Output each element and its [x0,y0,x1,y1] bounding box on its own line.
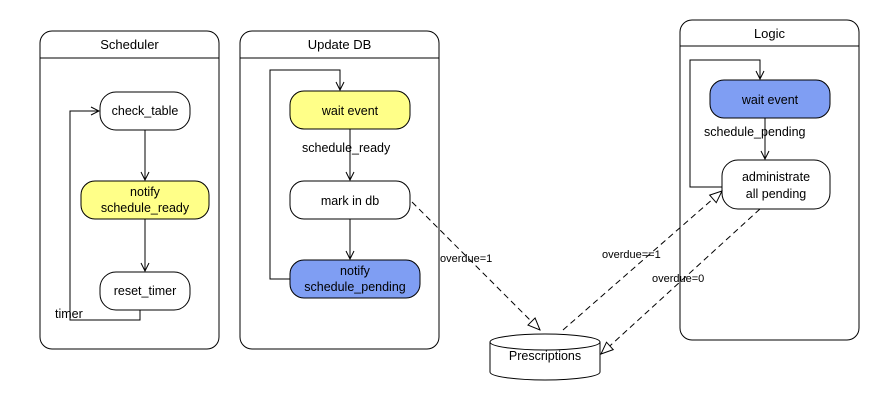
label-overdue-eq-eq-1: overdue==1 [602,249,661,261]
node-administrate-all-pending: administrate all pending [721,159,831,210]
node-wait-event-logic: wait event [709,79,831,119]
svg-text:wait event: wait event [321,104,379,118]
label-overdue-0: overdue=0 [652,273,704,285]
label-timer: timer [55,307,83,321]
edge-logic-loop [689,59,760,188]
node-notify-schedule-ready: notify schedule_ready [80,180,210,220]
svg-text:wait event: wait event [741,93,799,107]
edge-prescriptions-to-administrate [562,191,722,331]
svg-text:schedule_pending: schedule_pending [304,280,406,294]
label-schedule-pending: schedule_pending [704,125,806,139]
edge-administrate-to-prescriptions [601,208,761,354]
node-mark-in-db: mark in db [289,180,411,220]
label-overdue-1: overdue=1 [440,253,492,265]
edge-mark-to-prescriptions [411,201,540,330]
edge-db-loop [269,69,340,280]
svg-text:reset_timer: reset_timer [114,284,177,298]
lane-title-update-db: Update DB [308,37,372,52]
svg-text:check_table: check_table [112,104,179,118]
svg-text:administrate: administrate [742,170,810,184]
node-wait-event-db: wait event [289,90,411,130]
node-notify-schedule-pending: notify schedule_pending [289,259,421,299]
edge-timer-loop [69,111,141,321]
svg-text:notify: notify [340,264,371,278]
svg-text:mark in db: mark in db [321,194,379,208]
node-reset-timer: reset_timer [99,271,191,311]
datastore-prescriptions: Prescriptions [489,333,601,381]
lane-title-scheduler: Scheduler [100,37,159,52]
node-check-table: check_table [99,91,191,131]
svg-text:Prescriptions: Prescriptions [509,349,581,363]
svg-text:schedule_ready: schedule_ready [101,201,190,215]
lane-title-logic: Logic [754,26,786,41]
svg-text:all pending: all pending [746,187,807,201]
svg-text:notify: notify [130,185,161,199]
label-schedule-ready: schedule_ready [302,141,391,155]
